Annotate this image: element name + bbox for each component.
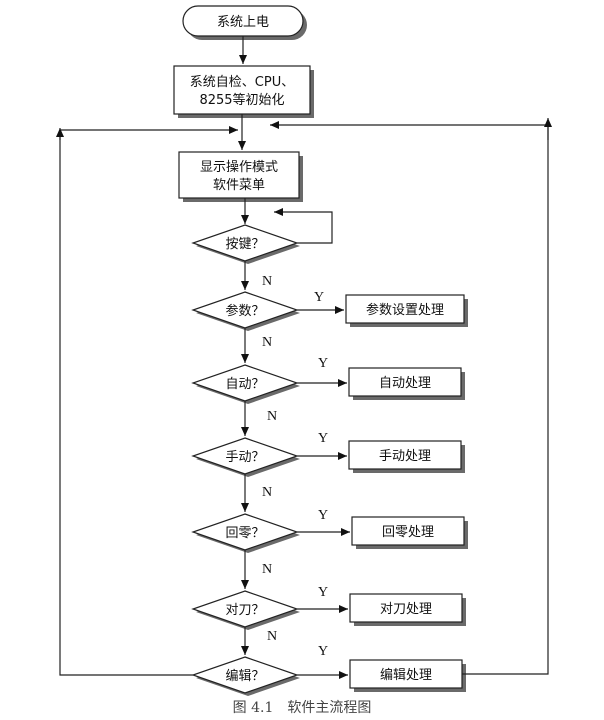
yes-label-edit: Y xyxy=(318,644,328,659)
no-label-params: N xyxy=(262,335,272,350)
decision-edit-label: 编辑？ xyxy=(225,669,264,684)
yes-label-home: Y xyxy=(318,508,328,523)
decision-home: 回零？ xyxy=(191,513,300,553)
process-auto: 自动处理 xyxy=(348,367,465,400)
start-node: 系统上电 xyxy=(182,5,307,40)
menu-label-line2: 软件菜单 xyxy=(213,178,265,193)
decision-auto-label: 自动？ xyxy=(225,377,264,392)
decision-manual: 手动？ xyxy=(191,437,300,477)
decision-edit: 编辑？ xyxy=(191,656,300,696)
process-manual: 手动处理 xyxy=(348,440,465,473)
arrow-right-return-loop xyxy=(270,121,549,675)
process-edit-label: 编辑处理 xyxy=(380,668,432,683)
decision-params: 参数？ xyxy=(191,291,300,331)
decision-key-label: 按键？ xyxy=(225,237,264,252)
no-label-manual: N xyxy=(262,485,272,500)
yes-label-params: Y xyxy=(314,290,324,305)
yes-label-auto: Y xyxy=(318,356,328,371)
init-label-line1: 系统自检、CPU、 xyxy=(190,75,294,90)
decision-home-label: 回零？ xyxy=(225,526,264,541)
process-params-label: 参数设置处理 xyxy=(366,302,444,318)
no-label-key: N xyxy=(262,274,272,289)
decision-key: 按键？ xyxy=(191,224,300,264)
no-label-home: N xyxy=(262,562,272,577)
init-node: 系统自检、CPU、 8255等初始化 xyxy=(173,65,314,118)
no-label-tool: N xyxy=(267,629,277,644)
process-home: 回零处理 xyxy=(351,516,468,549)
arrow-left-return-loop xyxy=(59,126,238,676)
yes-label-manual: Y xyxy=(318,431,328,446)
process-params: 参数设置处理 xyxy=(345,294,468,327)
process-tool: 对刀处理 xyxy=(349,593,466,626)
start-label: 系统上电 xyxy=(217,15,269,30)
process-tool-label: 对刀处理 xyxy=(380,602,432,617)
process-edit: 编辑处理 xyxy=(349,659,466,692)
menu-node: 显示操作模式 软件菜单 xyxy=(178,151,303,202)
figure-caption: 图 4.1 软件主流程图 xyxy=(233,700,372,716)
decision-tool-label: 对刀？ xyxy=(225,603,264,618)
init-label-line2: 8255等初始化 xyxy=(199,92,284,108)
yes-label-tool: Y xyxy=(318,585,328,600)
process-home-label: 回零处理 xyxy=(382,525,434,540)
decision-manual-label: 手动？ xyxy=(225,450,264,465)
decision-tool: 对刀？ xyxy=(191,590,300,630)
no-label-auto: N xyxy=(267,409,277,424)
process-auto-label: 自动处理 xyxy=(379,376,431,391)
process-manual-label: 手动处理 xyxy=(379,449,431,464)
decision-params-label: 参数？ xyxy=(225,303,264,319)
menu-label-line1: 显示操作模式 xyxy=(200,159,278,175)
arrow-key-loop xyxy=(274,208,333,244)
decision-auto: 自动？ xyxy=(191,364,300,404)
